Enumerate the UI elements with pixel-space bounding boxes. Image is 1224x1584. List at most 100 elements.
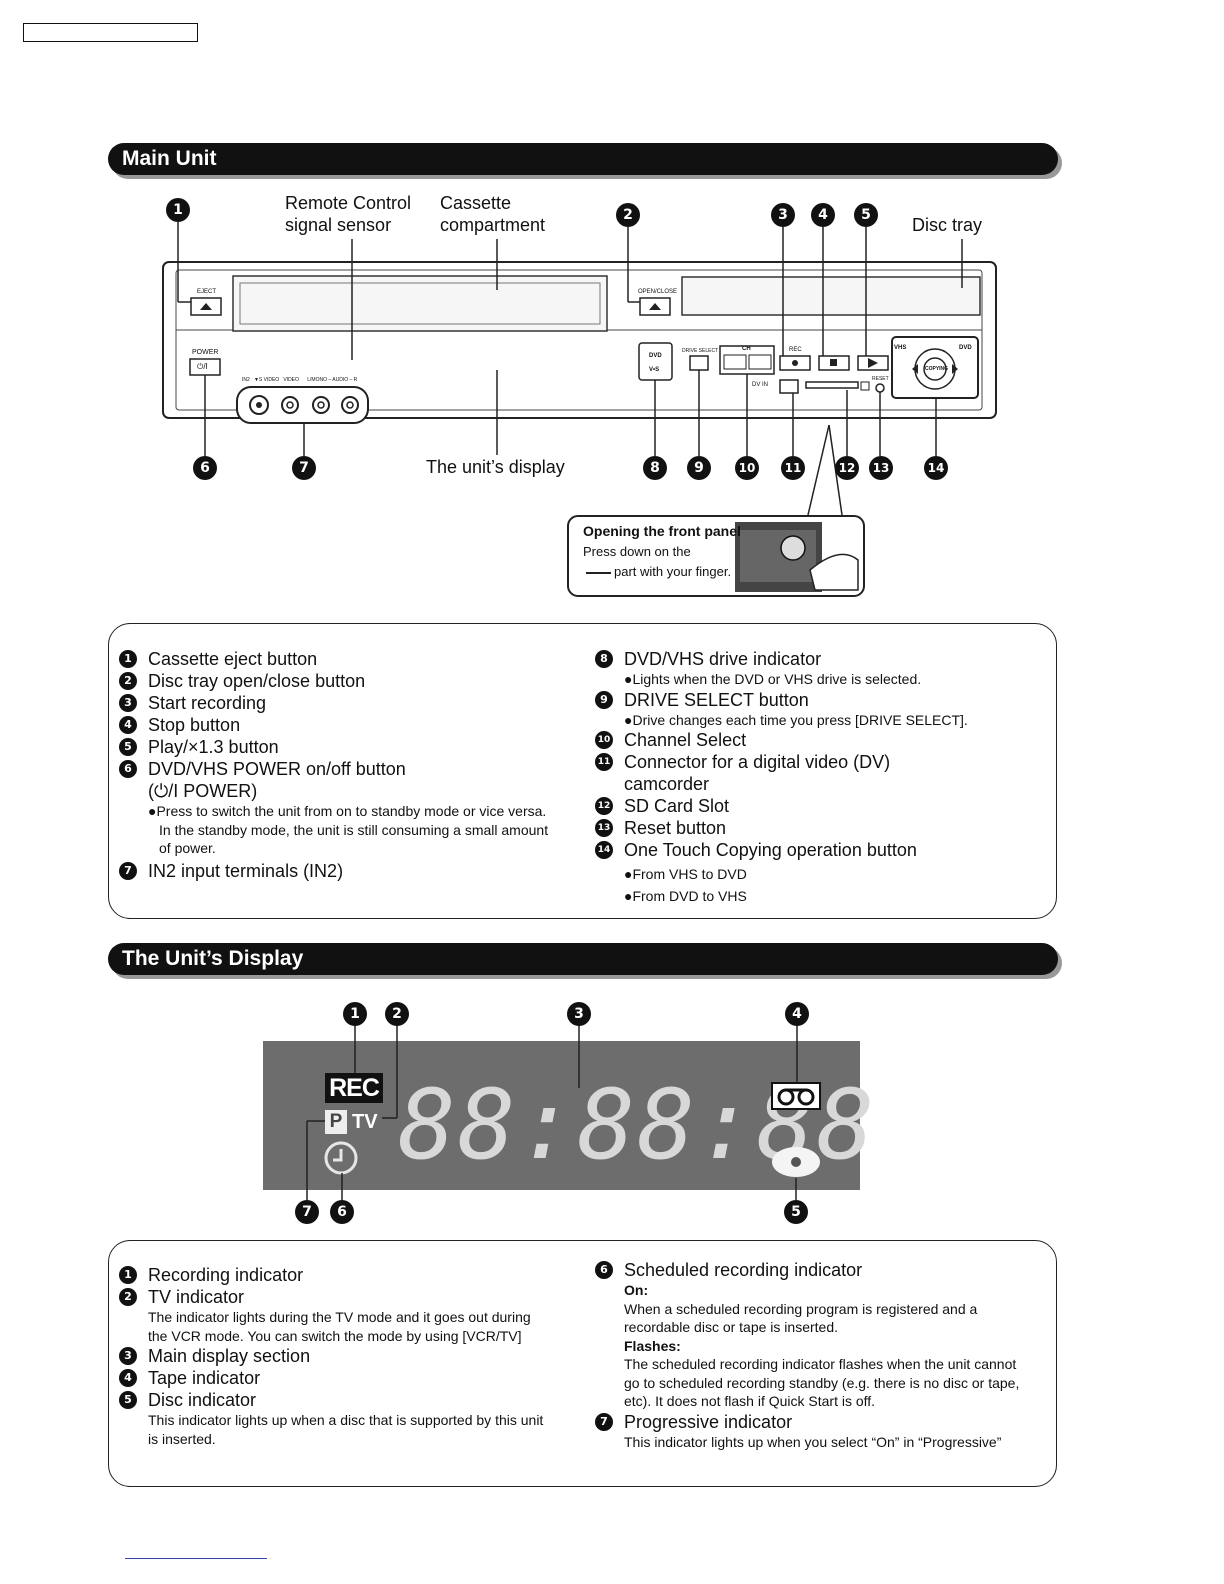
note-line: the VCR mode. You can switch the mode by… <box>148 1327 522 1344</box>
callout-3: 3 <box>771 203 795 227</box>
rec-indicator: REC <box>325 1073 383 1103</box>
note-line: go to scheduled recording standby (e.g. … <box>624 1374 1020 1391</box>
callout-12: 12 <box>835 456 859 480</box>
callout-5: 5 <box>854 203 878 227</box>
reset-label: RESET <box>872 376 889 382</box>
display-callout-6: 6 <box>330 1200 354 1224</box>
display-callout-4: 4 <box>785 1002 809 1026</box>
display-diagram-overlay <box>306 1025 821 1200</box>
eject-label: EJECT <box>197 289 217 295</box>
callout-8: 8 <box>643 456 667 480</box>
open-close-label: OPEN/CLOSE <box>638 289 678 295</box>
note-line: When a scheduled recording program is re… <box>624 1300 978 1317</box>
note-line: This indicator lights up when you select… <box>624 1433 1002 1450</box>
display-callout-2: 2 <box>385 1002 409 1026</box>
note-line: ●From VHS to DVD <box>624 866 747 882</box>
front-panel-line2: part with your finger. <box>614 564 732 579</box>
remote-sensor-label: Remote Control signal sensor <box>285 193 412 235</box>
front-panel-line1: Press down on the <box>583 544 691 559</box>
display-callout-5: 5 <box>784 1200 808 1224</box>
note-line: ●Press to switch the unit from on to sta… <box>148 803 547 819</box>
note-line: ●From DVD to VHS <box>624 888 747 904</box>
callout-6: 6 <box>193 456 217 480</box>
note-line: In the standby mode, the unit is still c… <box>159 821 549 838</box>
note-line: The scheduled recording indicator flashe… <box>624 1356 1017 1372</box>
note-line: recordable disc or tape is inserted. <box>624 1319 838 1335</box>
tv-indicator: TV <box>352 1111 378 1133</box>
note-line: This indicator lights up when a disc tha… <box>148 1412 544 1428</box>
main-unit-diagram <box>162 222 997 597</box>
front-panel-heading: Opening the front panel <box>583 523 741 539</box>
vhs-indicator-label: V•S <box>649 367 660 373</box>
progressive-indicator: P <box>325 1110 347 1134</box>
callout-14: 14 <box>924 456 948 480</box>
vhs-label: VHS <box>894 345 907 351</box>
note-heading-on: On: <box>624 1282 649 1298</box>
unit-display-label: The unit’s display <box>426 457 565 477</box>
power-label: POWER <box>192 349 219 356</box>
note-line: ●Lights when the DVD or VHS drive is sel… <box>624 671 922 687</box>
disc-tray-label: Disc tray <box>912 215 983 235</box>
display-callout-1: 1 <box>343 1002 367 1026</box>
display-callout-3: 3 <box>567 1002 591 1026</box>
callout-10: 10 <box>735 456 759 480</box>
rec-label: REC <box>789 347 802 353</box>
drive-select-label: DRIVE SELECT <box>682 348 719 354</box>
note-heading-flashes: Flashes: <box>624 1337 681 1354</box>
callout-7: 7 <box>292 456 316 480</box>
section-title-main-unit: Main Unit <box>108 143 1058 175</box>
note-line: etc). It does not flash if Quick Start i… <box>624 1393 876 1409</box>
footer-line <box>125 1558 267 1559</box>
note-line: The indicator lights during the TV mode … <box>148 1309 531 1325</box>
note-line: is inserted. <box>148 1430 216 1447</box>
dvd-indicator-label: DVD <box>649 353 662 359</box>
copying-label: COPYING <box>925 366 949 372</box>
list-item-continuation: camcorder <box>624 774 710 794</box>
display-panel <box>263 1041 860 1190</box>
note-line: of power. <box>159 840 216 856</box>
power-symbol[interactable]: ⏻/I <box>197 362 208 371</box>
display-callout-7: 7 <box>295 1200 319 1224</box>
input-terminals-label: IN2 ▼S VIDEO VIDEO L/MONO – AUDIO – R <box>242 377 358 383</box>
dvd-label: DVD <box>959 345 972 351</box>
callout-4: 4 <box>811 203 835 227</box>
note-line: ●Drive changes each time you press [DRIV… <box>624 711 968 728</box>
section-title-unit-display: The Unit’s Display <box>108 943 1058 975</box>
callout-11: 11 <box>781 456 805 480</box>
dv-in-label: DV IN <box>752 382 769 388</box>
callout-13: 13 <box>869 456 893 480</box>
callout-2: 2 <box>616 203 640 227</box>
callout-9: 9 <box>687 456 711 480</box>
ch-label: CH <box>742 346 751 352</box>
list-item-continuation: (⏻/I POWER) <box>148 781 258 801</box>
cassette-compartment-label: Cassette compartment <box>440 193 546 235</box>
header-box <box>23 23 198 42</box>
